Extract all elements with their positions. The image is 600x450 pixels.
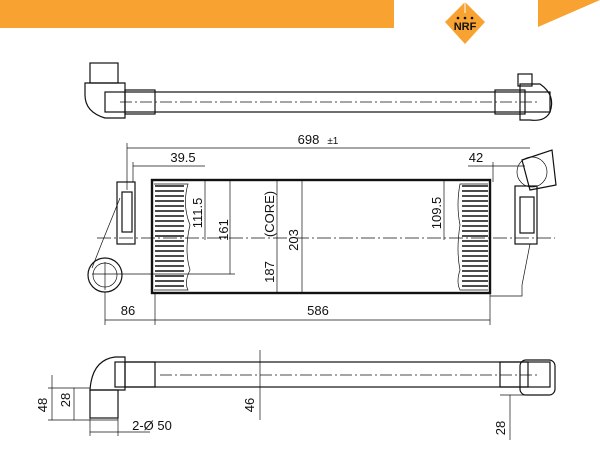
dim-core-label: (CORE) bbox=[262, 191, 277, 237]
dim-left-height: 111.5 bbox=[190, 198, 205, 229]
logo-text: NRF bbox=[454, 21, 477, 33]
dim-right-offset: 42 bbox=[469, 150, 483, 165]
dim-core-length: 586 bbox=[307, 303, 329, 318]
dim-right-height: 109.5 bbox=[429, 197, 444, 230]
orange-banner-left bbox=[0, 0, 394, 28]
top-view bbox=[84, 62, 553, 121]
dim-tolerance: ±1 bbox=[327, 136, 338, 147]
dim-inlet-offset: 86 bbox=[121, 303, 135, 318]
dim-core-height: 187 bbox=[262, 261, 277, 283]
nrf-logo: NRF bbox=[445, 2, 485, 44]
dim-left-offset: 39.5 bbox=[170, 150, 195, 165]
dim-core-depth: 46 bbox=[242, 398, 257, 412]
orange-banner-right bbox=[538, 0, 600, 27]
dim-depth-inner: 28 bbox=[58, 393, 73, 407]
dim-right-depth: 28 bbox=[493, 421, 508, 435]
dim-inlet-height: 161 bbox=[216, 219, 231, 241]
svg-text:698±1: 698 ±1 bbox=[298, 132, 339, 147]
dim-depth-outer: 48 bbox=[35, 398, 50, 412]
front-view: 698±1 39.5 42 111.5 1 bbox=[87, 132, 557, 325]
bottom-view: 46 48 28 2-Ø 50 28 bbox=[35, 350, 556, 440]
core-fins-left bbox=[154, 183, 191, 291]
dim-connections: 2-Ø 50 bbox=[132, 418, 172, 433]
dim-overall-length: 698 bbox=[298, 132, 320, 147]
dim-total-height: 203 bbox=[286, 229, 301, 251]
